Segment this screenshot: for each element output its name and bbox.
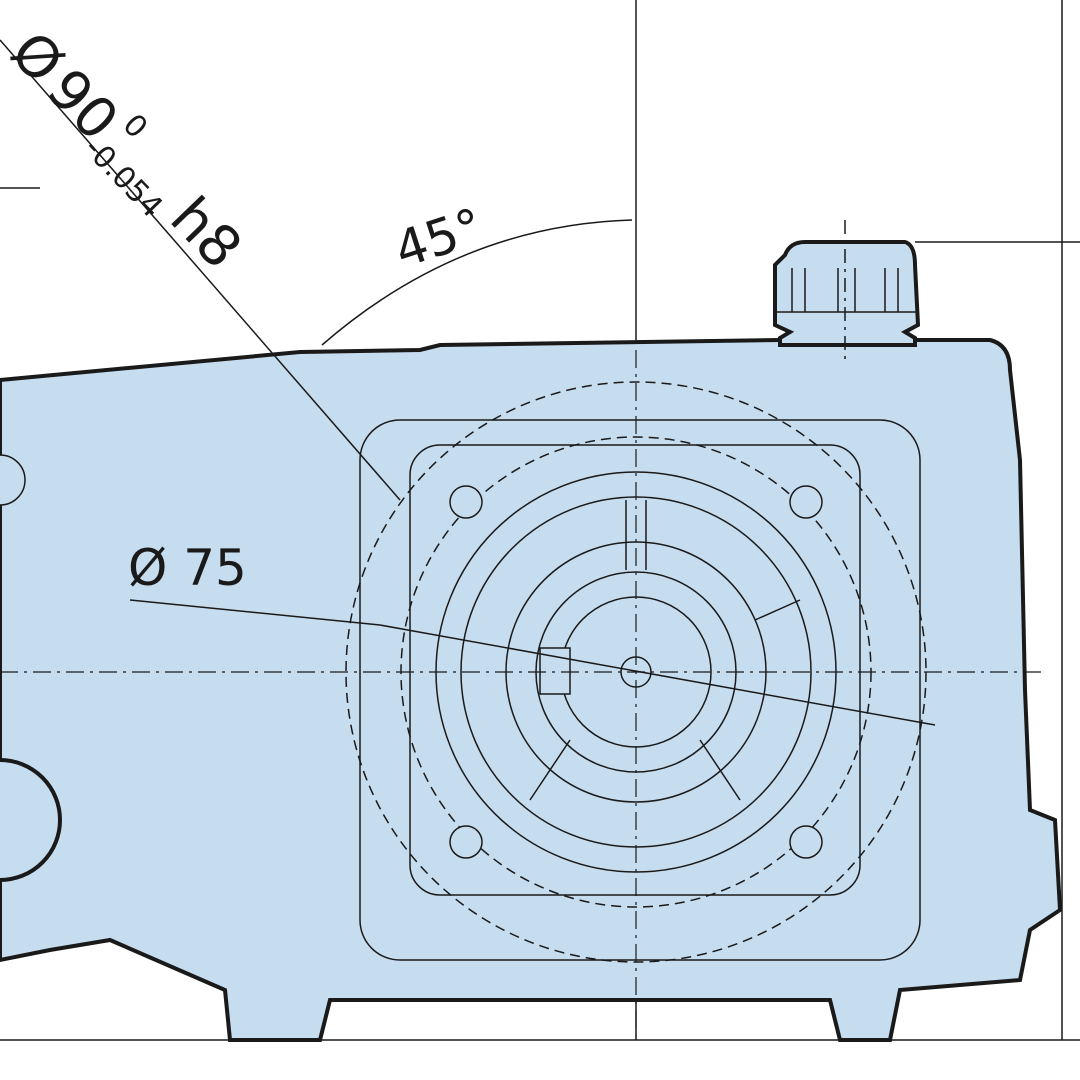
oil-cap (773, 240, 921, 347)
dim-diameter-75: Ø 75 (128, 539, 247, 597)
dim-angle-45: 45° (388, 197, 490, 280)
dim-diameter-90: Ø 90 0 -0.054 h8 (0, 20, 254, 282)
svg-text:-0.054: -0.054 (77, 131, 169, 225)
flange-plate (359, 419, 921, 961)
bolt-holes (449, 485, 823, 859)
svg-text:h8: h8 (158, 185, 254, 281)
dimension-leaders (0, 39, 936, 726)
